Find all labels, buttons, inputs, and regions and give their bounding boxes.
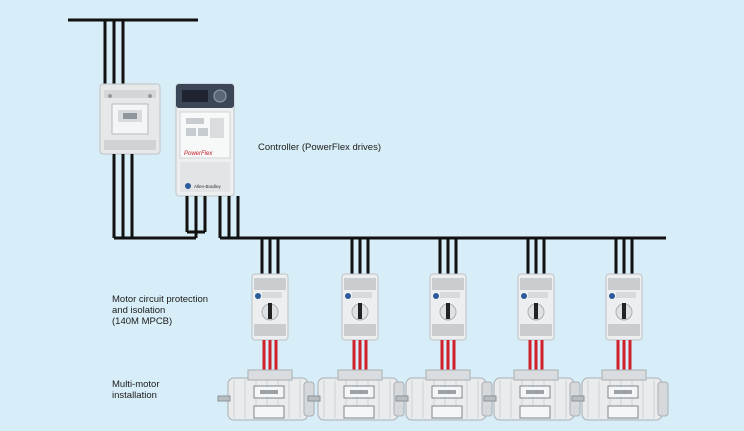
mpcb-breaker xyxy=(429,273,467,341)
mpcb-logo-icon xyxy=(521,293,527,299)
motor xyxy=(217,369,315,421)
multi-motor-label: Multi-motor installation xyxy=(112,379,160,401)
motor-shaft xyxy=(483,395,497,402)
motor xyxy=(483,369,581,421)
mpcb-logo-icon xyxy=(345,293,351,299)
mpcb-logo-icon xyxy=(609,293,615,299)
branch-unit xyxy=(571,238,669,421)
rotary-knob-icon xyxy=(534,303,538,319)
motor-bus xyxy=(218,196,666,240)
mpcb-logo-icon xyxy=(255,293,261,299)
rotary-knob-icon xyxy=(268,303,272,319)
motor xyxy=(395,369,493,421)
mpcb-breaker xyxy=(341,273,379,341)
rotary-knob-icon xyxy=(446,303,450,319)
branch-unit xyxy=(307,238,405,421)
motor-shaft xyxy=(395,395,409,402)
rotary-knob-icon xyxy=(622,303,626,319)
branch-unit xyxy=(483,238,581,421)
main-disconnect xyxy=(99,83,161,155)
rotary-knob-icon xyxy=(358,303,362,319)
controller-label: Controller (PowerFlex drives) xyxy=(258,142,382,153)
powerflex-drive: PowerFlex Allen-Bradley xyxy=(175,83,235,197)
branch-unit xyxy=(395,238,493,421)
feed-wiring xyxy=(112,154,207,240)
mpcb-logo-icon xyxy=(433,293,439,299)
branch-unit xyxy=(217,238,315,421)
allen-bradley-logo-icon xyxy=(185,183,191,189)
motor-branches xyxy=(217,238,669,421)
motor-protection-label: Motor circuit protection and isolation (… xyxy=(112,294,209,327)
motor xyxy=(307,369,405,421)
motor xyxy=(571,369,669,421)
drive-maker-text: Allen-Bradley xyxy=(194,184,222,189)
mpcb-breaker xyxy=(605,273,643,341)
drive-brand-text: PowerFlex xyxy=(184,151,213,157)
motor-shaft xyxy=(307,395,321,402)
mpcb-breaker xyxy=(517,273,555,341)
motor-shaft xyxy=(217,395,231,402)
motor-shaft xyxy=(571,395,585,402)
mpcb-breaker xyxy=(251,273,289,341)
main-supply xyxy=(68,18,198,88)
